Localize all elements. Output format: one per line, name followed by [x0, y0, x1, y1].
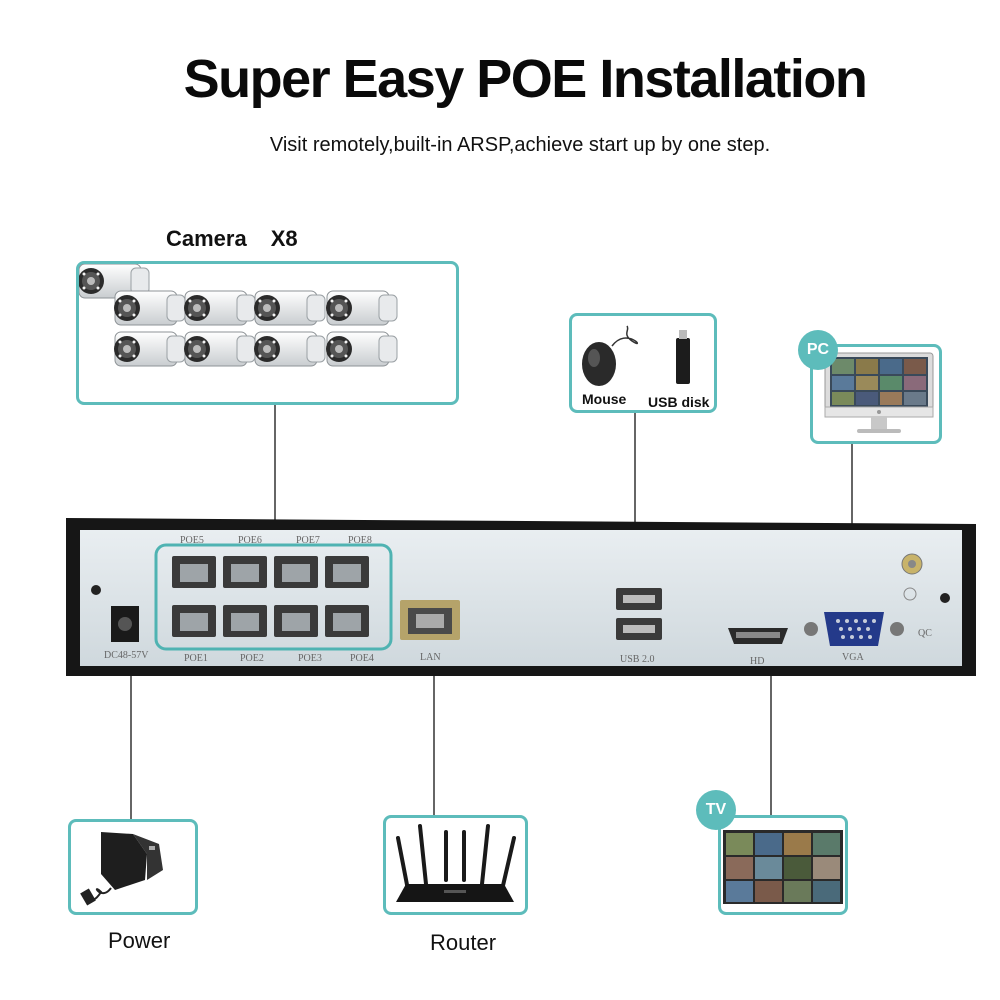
tv-panel	[718, 815, 848, 915]
camera-7	[253, 331, 326, 367]
camera-count: X8	[270, 226, 298, 251]
tv-screen-illustration	[723, 830, 843, 904]
mouse-icon	[582, 342, 616, 386]
page-title: Super Easy POE Installation	[183, 49, 868, 109]
router-illustration	[396, 824, 516, 902]
power-port-label: DC48-57V	[104, 650, 149, 661]
poe6-label: POE6	[238, 535, 262, 546]
camera-label-text: Camera	[166, 226, 247, 251]
camera-panel	[76, 261, 459, 405]
cameras-illustration	[79, 264, 398, 367]
power-adapter-illustration	[80, 832, 163, 906]
camera-6	[183, 331, 256, 367]
router-connector-line	[433, 640, 435, 815]
tv-connector-line	[770, 650, 772, 815]
poe2-label: POE2	[240, 653, 264, 664]
page-subtitle: Visit remotely,built-in ARSP,achieve sta…	[269, 134, 771, 156]
mouse-usb-illustration	[582, 325, 690, 386]
camera-1	[113, 290, 186, 326]
usb-peripherals-panel: Mouse USB disk	[569, 313, 717, 413]
power-label: Power	[108, 928, 171, 953]
camera-connector-line	[274, 405, 276, 531]
lan-port-label: LAN	[420, 652, 441, 663]
poe7-label: POE7	[296, 535, 320, 546]
nvr-rear-panel: POE5 POE6 POE7 POE8 POE1 POE2 POE3 POE4 …	[66, 518, 976, 678]
nvr-body	[66, 518, 976, 676]
hd-port-label: HD	[750, 656, 765, 667]
poe1-label: POE1	[184, 653, 208, 664]
power-connector-line	[130, 665, 132, 820]
tv-badge: TV	[696, 790, 736, 830]
vga-port-label: VGA	[842, 652, 864, 663]
pc-badge: PC	[798, 330, 838, 370]
usb-connector-line	[634, 413, 636, 593]
pc-panel	[810, 344, 942, 444]
power-panel	[68, 819, 198, 915]
mouse-label: Mouse	[582, 391, 627, 407]
poe4-label: POE4	[350, 653, 374, 664]
pc-monitor-illustration	[824, 352, 934, 433]
camera-8	[325, 331, 398, 367]
camera-4	[325, 290, 398, 326]
router-label: Router	[430, 930, 497, 955]
camera-2	[183, 290, 256, 326]
qc-label: QC	[918, 628, 932, 639]
poe8-label: POE8	[348, 535, 372, 546]
poe3-label: POE3	[298, 653, 322, 664]
usb-port-label: USB 2.0	[620, 654, 655, 665]
camera-3	[253, 290, 326, 326]
usb-disk-label: USB disk	[648, 394, 710, 410]
router-panel	[383, 815, 528, 915]
camera-label: Camera X8	[166, 226, 298, 252]
poe5-label: POE5	[180, 535, 204, 546]
mouse-cable	[611, 325, 639, 347]
usb-disk-icon	[676, 338, 690, 384]
camera-5	[113, 331, 186, 367]
